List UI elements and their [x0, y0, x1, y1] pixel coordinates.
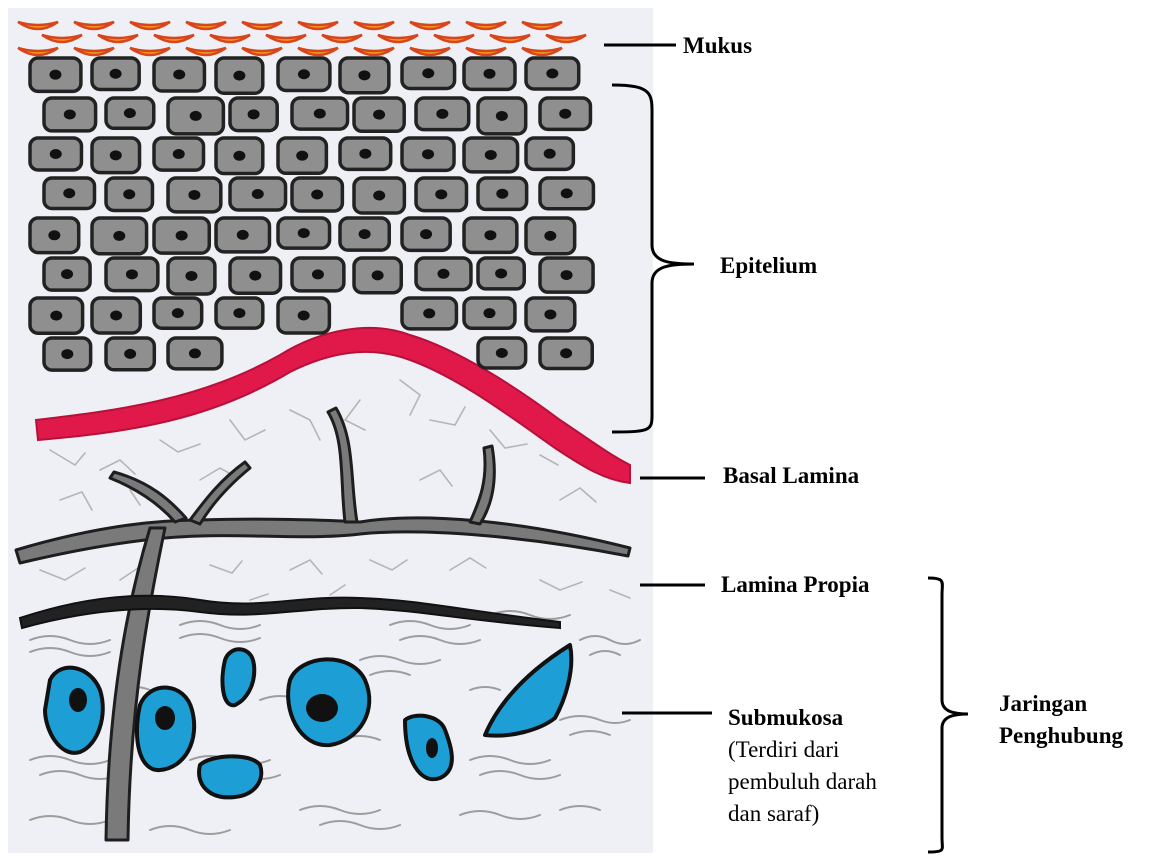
cell-nucleus — [561, 188, 573, 198]
cell-nucleus — [359, 149, 371, 159]
cell-nucleus — [64, 109, 76, 119]
cell-nucleus — [63, 188, 75, 198]
cell-nucleus — [358, 70, 370, 80]
cell-nucleus — [544, 309, 556, 319]
cell-nucleus — [485, 150, 497, 160]
cell-nucleus — [61, 349, 73, 359]
cell-nucleus — [298, 310, 310, 320]
cell-nucleus — [172, 308, 184, 318]
cell-nucleus — [298, 228, 310, 238]
cell-nucleus — [124, 108, 136, 118]
cell-nucleus — [185, 271, 197, 281]
cell-nucleus — [173, 149, 185, 159]
cell-nucleus — [483, 308, 495, 318]
cell-nucleus — [373, 191, 385, 201]
cell-nucleus — [124, 349, 136, 359]
cell-nucleus — [544, 231, 556, 241]
cell-nucleus — [50, 149, 62, 159]
submukosa-desc-line-3: dan saraf) — [728, 800, 819, 828]
cell-nucleus — [561, 270, 573, 280]
label-jaringan-1: Jaringan — [999, 690, 1087, 718]
cell-nucleus — [422, 149, 434, 159]
cell-nucleus — [252, 189, 264, 199]
cell-nucleus — [296, 151, 308, 161]
submukosa-desc-line-1: (Terdiri dari — [728, 736, 839, 764]
cell-nucleus — [560, 348, 572, 358]
cell-nucleus — [249, 271, 261, 281]
label-basal-lamina: Basal Lamina — [723, 462, 859, 490]
cell-nucleus — [559, 109, 571, 119]
cell-nucleus — [176, 231, 188, 241]
cell-nucleus — [312, 269, 324, 279]
cell-nucleus — [49, 70, 61, 80]
cell-nucleus — [496, 111, 508, 121]
cell-nucleus — [110, 150, 122, 160]
cell-nucleus — [314, 109, 326, 119]
cell-nucleus — [233, 308, 245, 318]
cell-nucleus — [359, 229, 371, 239]
cell-nucleus — [248, 109, 260, 119]
cell-nucleus — [423, 308, 435, 318]
cell-nucleus — [237, 230, 249, 240]
cell-nucleus — [495, 268, 507, 278]
cell-nucleus — [422, 68, 434, 78]
cell-nucleus — [123, 189, 135, 199]
label-epitelium: Epitelium — [720, 252, 817, 280]
cell-nucleus — [420, 229, 432, 239]
cell-nucleus — [126, 269, 138, 279]
cell-nucleus — [61, 269, 73, 279]
cell-nucleus — [496, 348, 508, 358]
cell-nucleus — [50, 311, 62, 321]
cell-nucleus — [233, 151, 245, 161]
cell-nucleus — [372, 270, 384, 280]
connective-tissue-bracket — [928, 578, 968, 852]
cell-nucleus — [496, 189, 508, 199]
cell-nucleus — [189, 348, 201, 358]
cell-nucleus — [110, 310, 122, 320]
cell-nucleus — [435, 189, 447, 199]
cell-nucleus — [483, 69, 495, 79]
submukosa-desc-line-2: pembuluh darah — [728, 768, 877, 796]
label-submukosa: Submukosa — [728, 704, 843, 732]
label-lamina-propia: Lamina Propia — [721, 571, 869, 599]
cell-nucleus — [233, 71, 245, 81]
cell-nucleus — [188, 190, 200, 200]
cell-nucleus — [190, 111, 202, 121]
cell-nucleus — [373, 110, 385, 120]
cell-nucleus — [436, 109, 448, 119]
cell-nucleus — [311, 189, 323, 199]
cell-nucleus — [437, 269, 449, 279]
label-mukus: Mukus — [683, 32, 752, 60]
cell-nucleus — [113, 231, 125, 241]
cell-nucleus — [110, 69, 122, 79]
cell-nucleus — [173, 70, 185, 80]
cell-nucleus — [544, 149, 556, 159]
cell-nucleus — [484, 230, 496, 240]
cell-nucleus — [48, 230, 60, 240]
label-jaringan-2: Penghubung — [999, 722, 1123, 750]
cell-nucleus — [298, 69, 310, 79]
cell-nucleus — [546, 68, 558, 78]
